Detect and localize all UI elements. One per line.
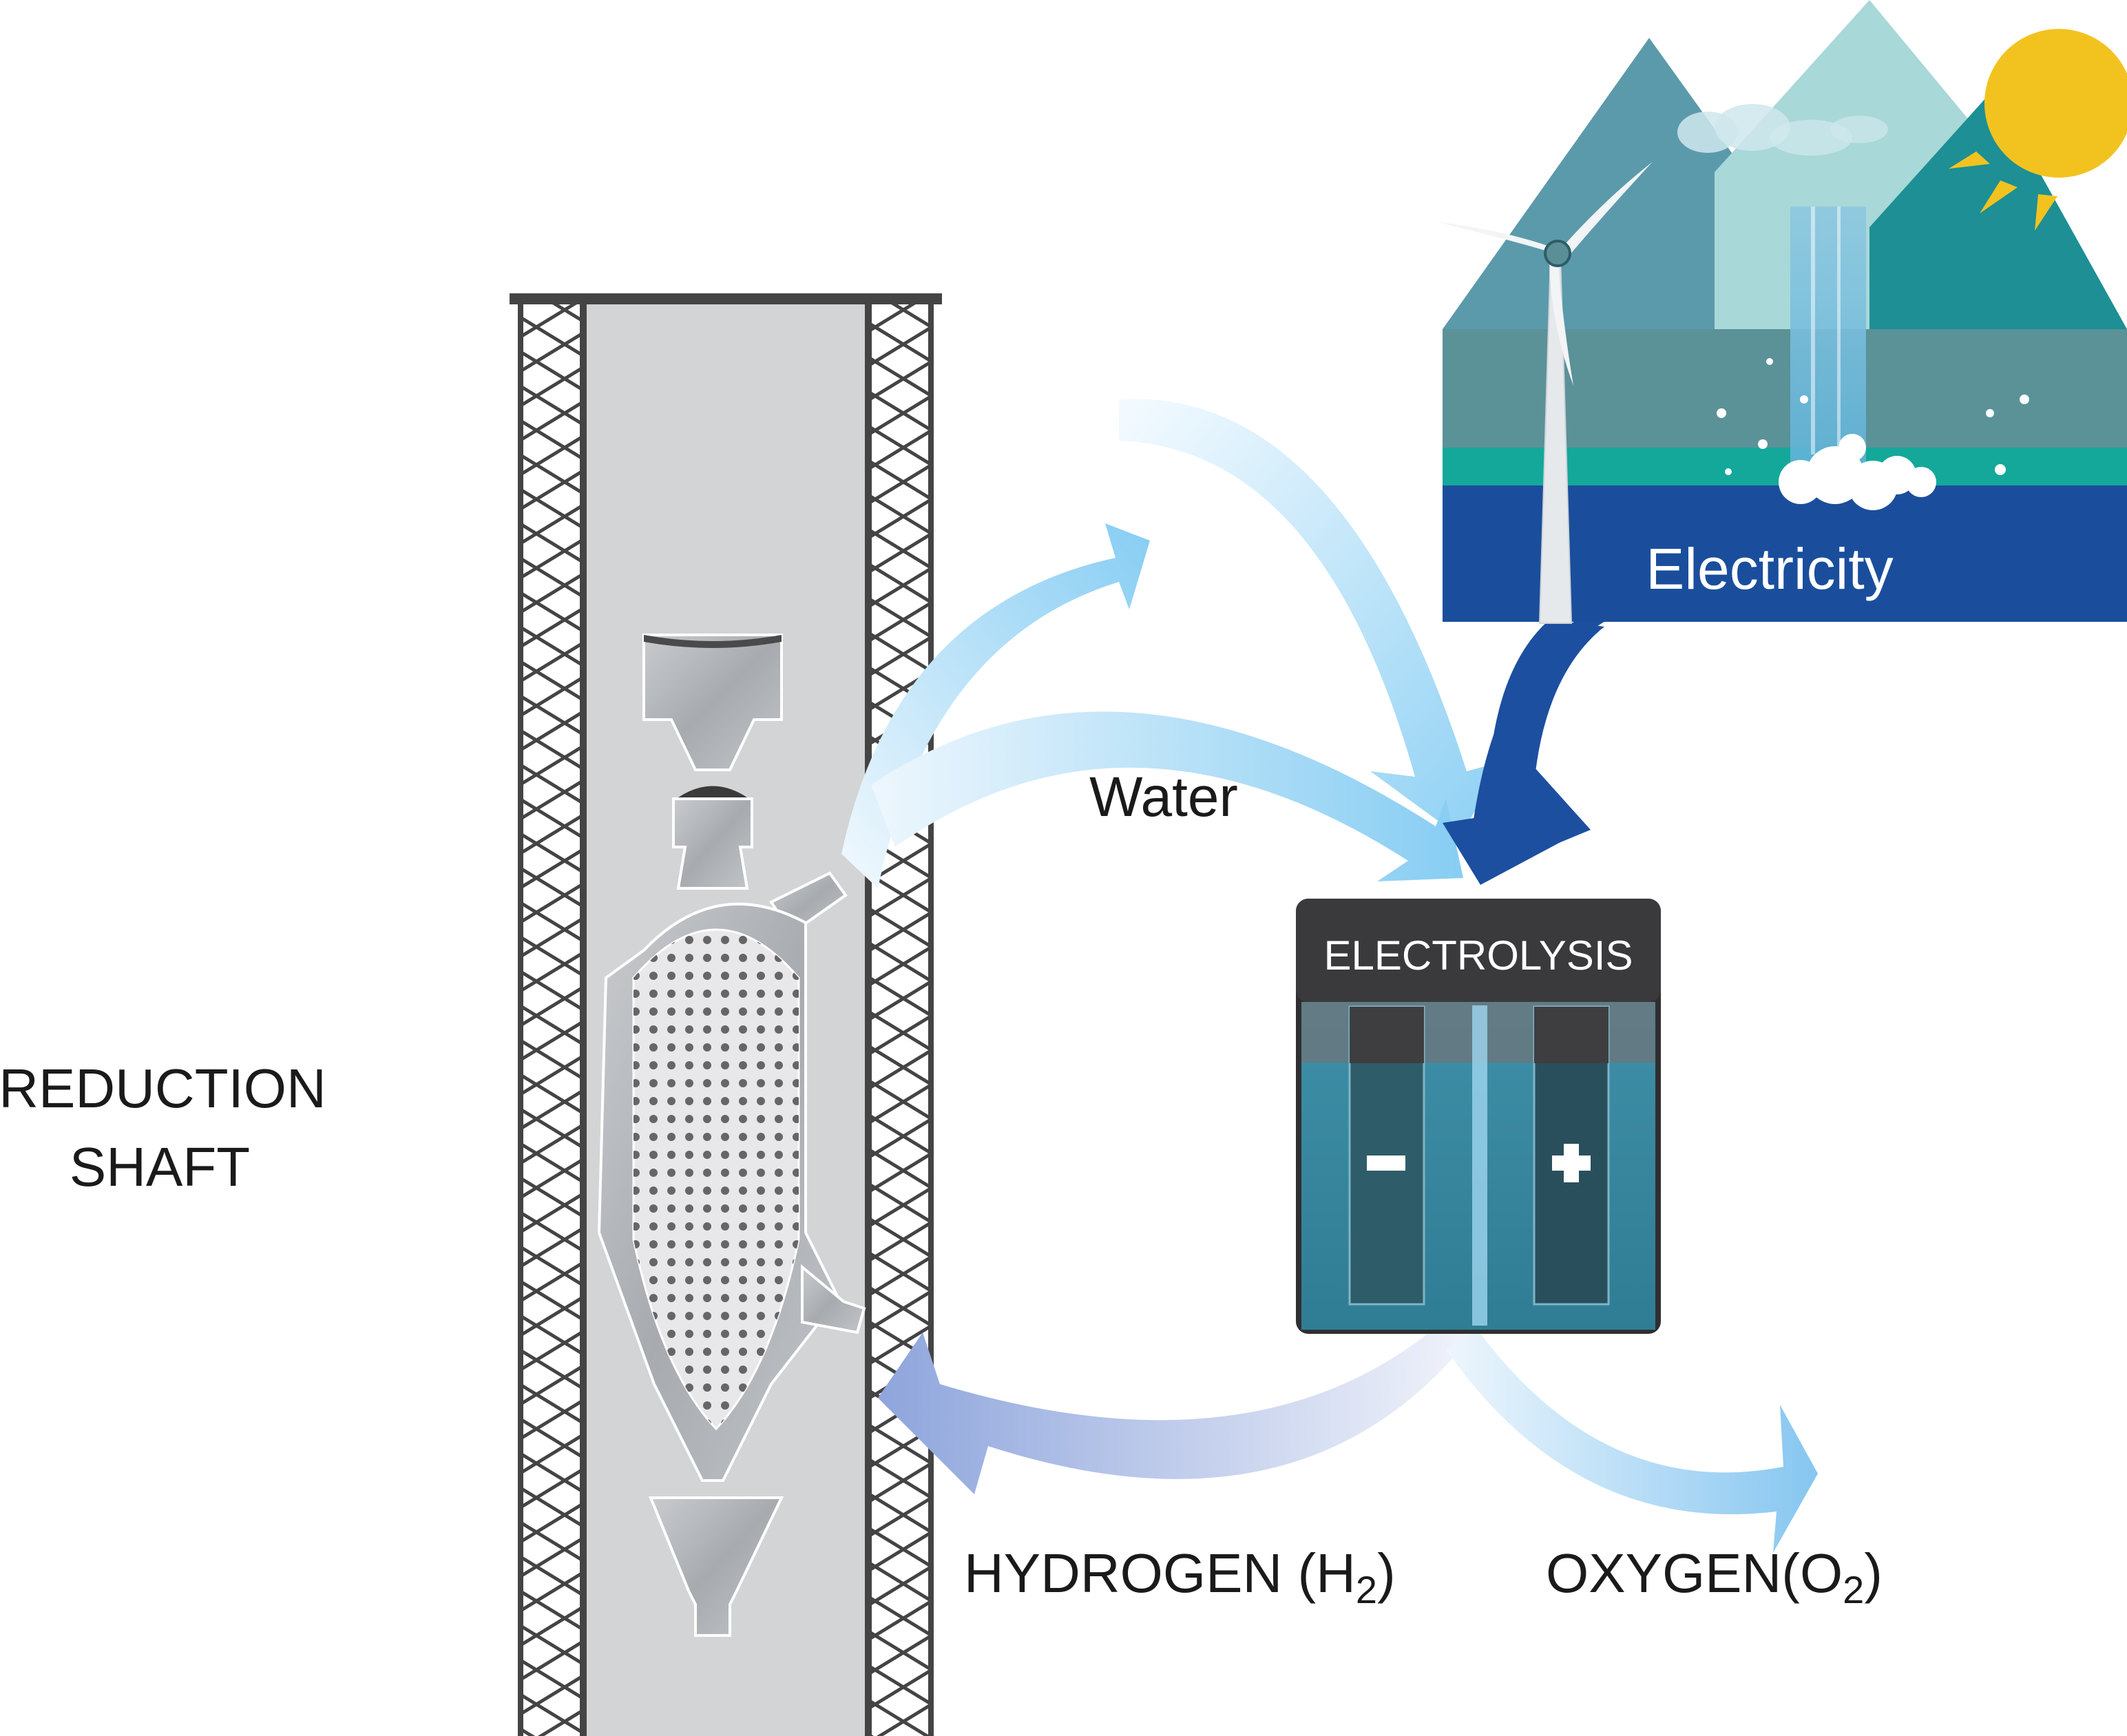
wind-turbine-icon [1436,162,1653,624]
oxygen-label-main: OXYGEN(O [1546,1542,1843,1604]
hydrogen-label-main: HYDROGEN (H [964,1542,1356,1604]
shaft-top-beam [510,293,942,304]
water-arrow-up [841,523,1150,888]
water-label: Water [1089,766,1238,828]
discharge-cone [649,1496,784,1637]
electricity-label: Electricity [1646,536,1893,601]
reduction-shaft-label-line1: REDUCTION [0,1058,326,1119]
water-arrow-in [871,711,1463,881]
valve-dome [678,786,747,797]
cloud-icon [1677,104,1888,156]
water-arrow-down [1119,399,1505,837]
electrolysis-label: ELECTROLYSIS [1323,932,1633,979]
oxygen-label-sub: 2 [1843,1568,1864,1611]
shaft-right-lattice [872,304,928,1736]
foam [1717,358,2029,510]
feed-hopper [642,634,783,771]
hydrogen-label-sub: 2 [1356,1568,1377,1611]
electrolysis-unit: ELECTROLYSIS [1296,899,1661,1334]
oxygen-label: OXYGEN(O2) [1546,1542,1883,1611]
oxygen-arrow [1446,1329,1818,1553]
oxygen-label-close: ) [1864,1542,1883,1604]
vessel-neck [672,797,753,890]
minus-icon [1367,1155,1405,1171]
electrolysis-header [1296,899,1661,1002]
plus-icon [1552,1144,1591,1182]
hydrogen-label: HYDROGEN (H2) [964,1542,1396,1611]
membrane [1472,1005,1487,1326]
waterfall-icon [1790,207,1866,475]
hydrogen-label-close: ) [1377,1542,1396,1604]
sun-icon [1949,29,2127,231]
shaft-left-lattice [523,304,580,1736]
hydrogen-arrow [878,1319,1477,1494]
renewable-landscape: Electricity [1436,0,2127,624]
mountain-left [1443,38,1790,329]
reactor-vessel [597,634,866,1637]
reduction-shaft-label-line2: SHAFT [70,1136,250,1198]
mountain-right [1869,90,2127,329]
side-inlet-bottom [801,1264,866,1335]
